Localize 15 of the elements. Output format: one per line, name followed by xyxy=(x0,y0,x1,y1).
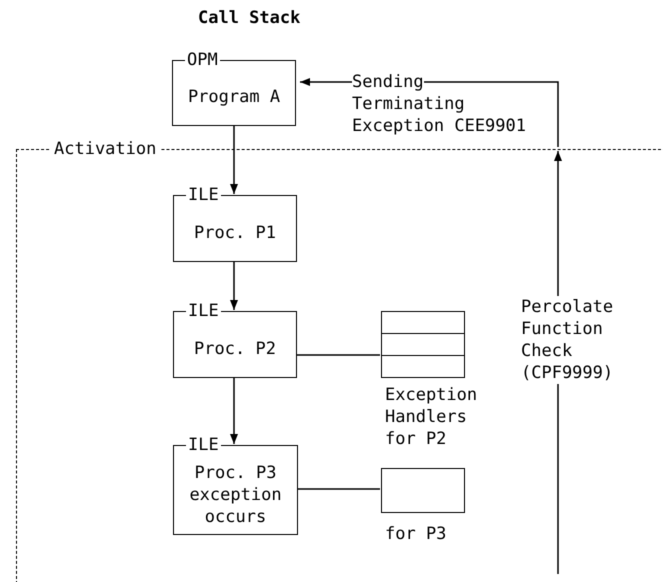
frame-name: Proc. P2 xyxy=(193,338,277,360)
edge-label: Sending Terminating Exception CEE9901 xyxy=(352,71,527,137)
arrow xyxy=(230,377,238,444)
frame-name: Proc. P3 exception occurs xyxy=(188,462,283,528)
handler-caption: for P3 xyxy=(385,523,448,545)
handler-caption: Exception Handlers for P2 xyxy=(385,384,478,450)
handler-box xyxy=(381,311,465,378)
frame-name: Proc. P1 xyxy=(193,222,277,244)
connector-line xyxy=(297,488,380,490)
connector-line xyxy=(296,354,380,356)
handler-box xyxy=(381,468,465,513)
arrow xyxy=(230,261,238,310)
frame-name: Program A xyxy=(186,86,282,108)
arrow xyxy=(230,126,238,194)
diagram-title: Call Stack xyxy=(198,7,300,30)
